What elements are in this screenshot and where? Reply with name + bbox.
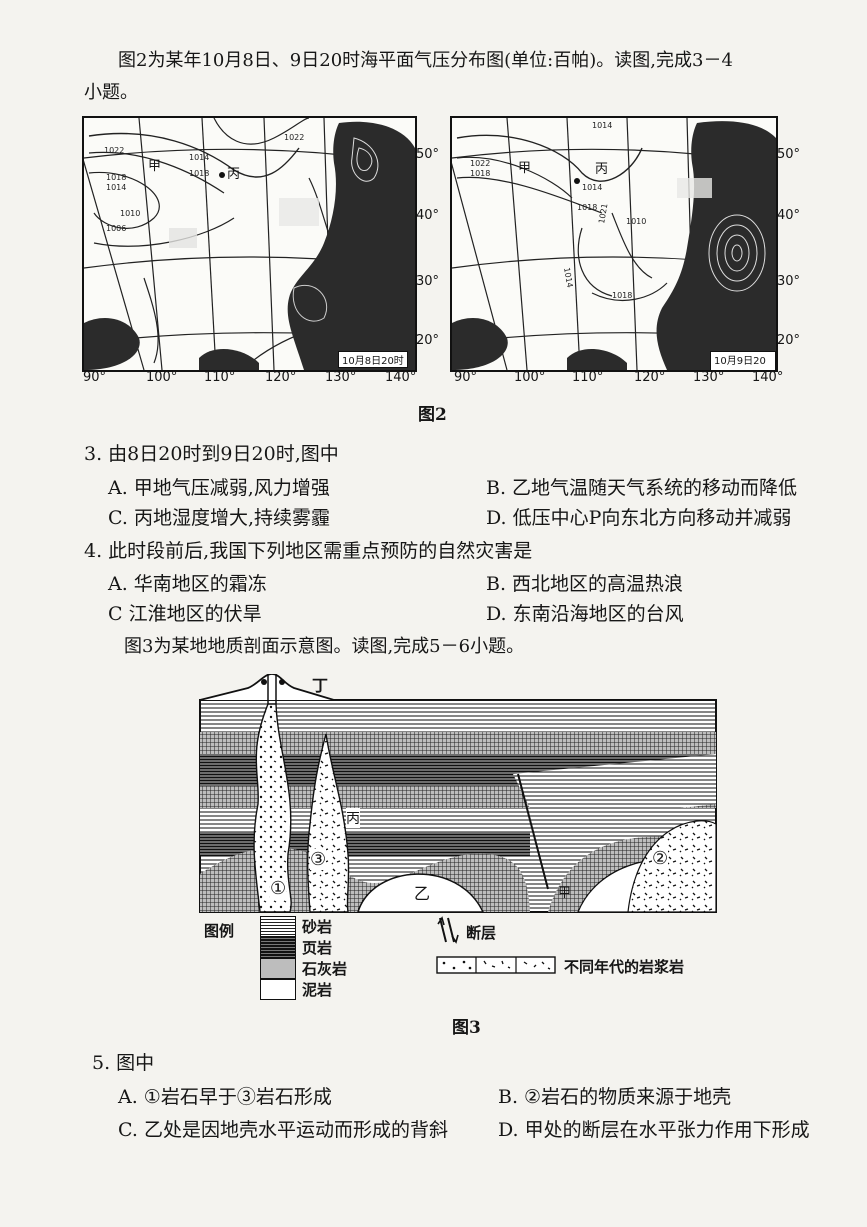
lon-tick: 100°	[514, 370, 546, 385]
label-jia: 甲	[518, 161, 532, 176]
svg-text:1010: 1010	[626, 217, 646, 226]
label-1: ①	[270, 878, 287, 899]
q4-option-c: C 江淮地区的伏旱	[108, 603, 262, 625]
legend-item-mudstone: 泥岩	[302, 981, 333, 999]
svg-text:1014: 1014	[582, 183, 602, 192]
fig3-intro: 图3为某地地质剖面示意图。读图,完成5－6小题。	[124, 636, 525, 657]
q5-stem: 5. 图中	[92, 1052, 155, 1074]
q5-option-a: A. ①岩石早于③岩石形成	[118, 1086, 332, 1108]
lat-tick: 30°	[416, 274, 440, 289]
svg-text:1018: 1018	[577, 203, 597, 212]
label-yi: 乙	[414, 884, 431, 903]
lon-tick: 90°	[454, 370, 478, 385]
svg-text:1014: 1014	[189, 153, 209, 162]
q5-option-d: D. 甲处的断层在水平张力作用下形成	[498, 1119, 810, 1141]
lat-tick: 20°	[777, 333, 801, 348]
lon-tick: 110°	[204, 370, 236, 385]
svg-text:1021: 1021	[597, 203, 609, 225]
label-ding: 丁	[312, 676, 329, 695]
legend-magma: 不同年代的岩浆岩	[564, 958, 685, 976]
svg-text:1018: 1018	[106, 173, 126, 182]
label-jia: 甲	[558, 886, 572, 901]
label-bing: 丙	[346, 808, 360, 828]
geologic-cross-section	[199, 674, 717, 913]
svg-text:1006: 1006	[106, 224, 126, 233]
svg-text:1018: 1018	[189, 169, 209, 178]
magma-swatch	[436, 956, 556, 974]
q4-option-d: D. 东南沿海地区的台风	[486, 603, 684, 625]
lon-tick: 110°	[572, 370, 604, 385]
limestone-swatch	[260, 958, 296, 979]
q4-option-b: B. 西北地区的高温热浪	[486, 573, 684, 595]
q5-option-c: C. 乙处是因地壳水平运动而形成的背斜	[118, 1119, 448, 1141]
pressure-map-oct9: 1022 1018 1014 1018 1014 1021 1010 1018 …	[450, 116, 778, 372]
svg-text:1022: 1022	[104, 146, 124, 155]
q4-stem: 4. 此时段前后,我国下列地区需重点预防的自然灾害是	[84, 540, 533, 562]
svg-text:1018: 1018	[470, 169, 490, 178]
q5-option-b: B. ②岩石的物质来源于地壳	[498, 1086, 732, 1108]
svg-text:1014: 1014	[562, 267, 574, 289]
svg-text:1022: 1022	[470, 159, 490, 168]
svg-text:1022: 1022	[284, 133, 304, 142]
legend-title: 图例	[204, 922, 235, 940]
q3-option-b: B. 乙地气温随天气系统的移动而降低	[486, 477, 798, 499]
sandstone-swatch	[260, 916, 296, 937]
date-stamp: 10月8日20时	[338, 351, 408, 368]
q3-option-a: A. 甲地气压减弱,风力增强	[108, 477, 330, 499]
fig3-caption: 图3	[452, 1018, 481, 1038]
legend-item-sandstone: 砂岩	[302, 918, 333, 936]
legend-item-shale: 页岩	[302, 939, 333, 957]
lon-tick: 130°	[325, 370, 357, 385]
label-3: ③	[310, 849, 327, 870]
label-bing: 丙	[227, 167, 241, 182]
label-2: ②	[652, 848, 669, 869]
q3-stem: 3. 由8日20时到9日20时,图中	[84, 443, 339, 465]
lat-tick: 40°	[416, 208, 440, 223]
fault-icon	[437, 916, 459, 944]
lat-tick: 40°	[777, 208, 801, 223]
svg-text:1018: 1018	[612, 291, 632, 300]
q3-option-c: C. 丙地湿度增大,持续雾霾	[108, 507, 330, 529]
lon-tick: 100°	[146, 370, 178, 385]
lon-tick: 130°	[693, 370, 725, 385]
label-bing: 丙	[595, 162, 609, 177]
date-stamp: 10月9日20时	[710, 351, 776, 370]
lon-tick: 140°	[752, 370, 784, 385]
shale-swatch	[260, 937, 296, 958]
fig2-intro-line1: 图2为某年10月8日、9日20时海平面气压分布图(单位:百帕)。读图,完成3－4	[118, 50, 733, 71]
lon-tick: 90°	[83, 370, 107, 385]
lon-tick: 140°	[385, 370, 417, 385]
fig2-caption: 图2	[418, 405, 447, 425]
lat-tick: 30°	[777, 274, 801, 289]
lat-tick: 50°	[416, 147, 440, 162]
lat-tick: 20°	[416, 333, 440, 348]
q3-option-d: D. 低压中心P向东北方向移动并减弱	[486, 507, 792, 529]
svg-text:1014: 1014	[592, 121, 612, 130]
legend-fault: 断层	[466, 924, 497, 942]
label-jia: 甲	[148, 159, 162, 174]
mudstone-swatch	[260, 979, 296, 1000]
svg-text:1010: 1010	[120, 209, 140, 218]
fig2-intro-line2: 小题。	[84, 82, 138, 103]
lat-tick: 50°	[777, 147, 801, 162]
pressure-map-oct8: 1022 1018 1014 1010 1006 1014 1018 1022 …	[82, 116, 417, 372]
lon-tick: 120°	[634, 370, 666, 385]
lon-tick: 120°	[265, 370, 297, 385]
svg-text:1014: 1014	[106, 183, 126, 192]
legend-item-limestone: 石灰岩	[302, 960, 348, 978]
q4-option-a: A. 华南地区的霜冻	[108, 573, 267, 595]
